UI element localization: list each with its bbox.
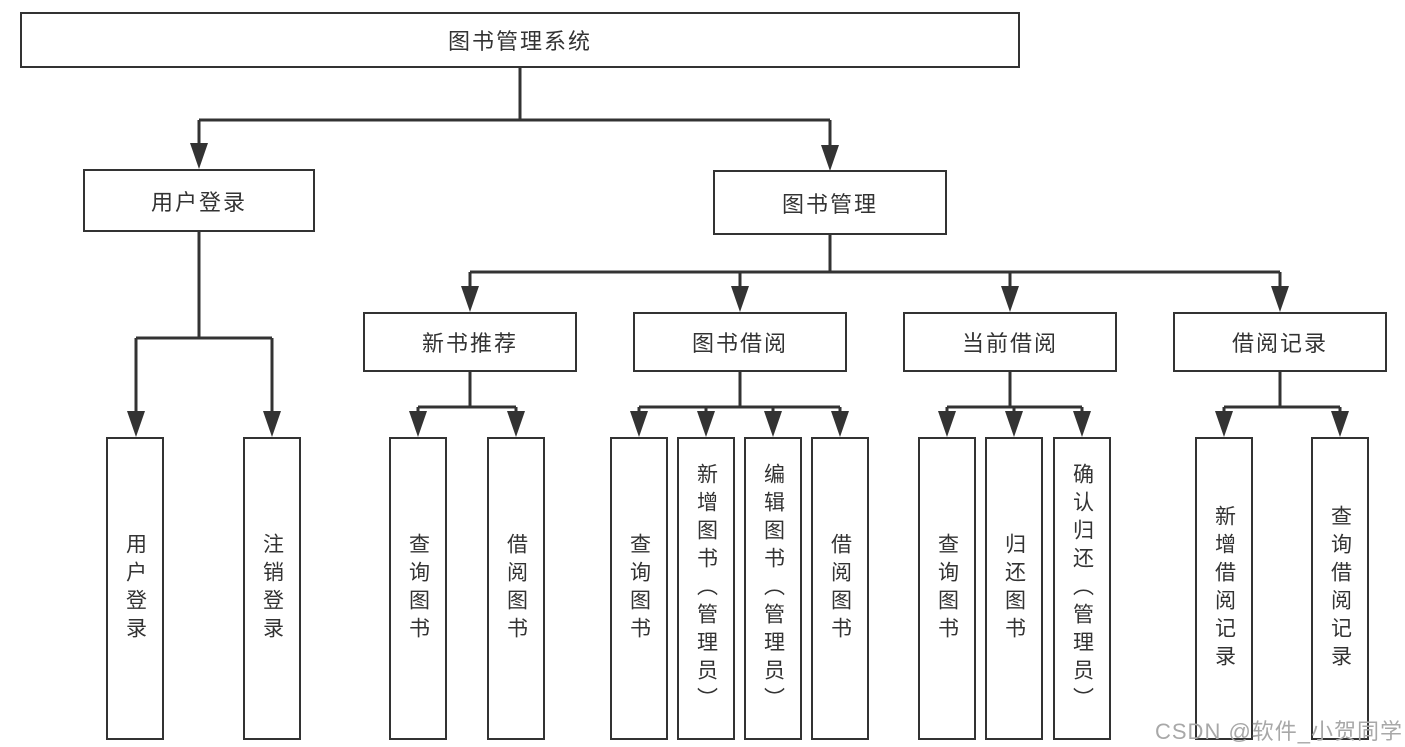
- leaf-nb-borrow-books: 借阅图书: [487, 437, 545, 740]
- leaf-bb-query-books-label: 查询图书: [627, 532, 651, 645]
- node-book-management-label: 图书管理: [781, 191, 878, 217]
- leaf-logout-label: 注销登录: [260, 532, 284, 645]
- leaf-bb-add-book-admin-label: 新增图书（管理员）: [694, 462, 718, 715]
- node-root-label: 图书管理系统: [447, 29, 592, 54]
- leaf-br-add-record-label: 新增借阅记录: [1212, 504, 1236, 673]
- node-current-borrow-label: 当前借阅: [961, 331, 1058, 356]
- node-borrow-records-label: 借阅记录: [1231, 331, 1328, 356]
- leaf-br-query-record-label: 查询借阅记录: [1328, 504, 1352, 673]
- leaf-cb-query-books: 查询图书: [918, 437, 976, 740]
- node-current-borrow: 当前借阅: [903, 312, 1117, 372]
- leaf-cb-confirm-return-admin: 确认归还（管理员）: [1053, 437, 1111, 740]
- leaf-cb-confirm-return-admin-label: 确认归还（管理员）: [1070, 462, 1094, 715]
- leaf-logout: 注销登录: [243, 437, 301, 740]
- leaf-br-query-record: 查询借阅记录: [1311, 437, 1369, 740]
- leaf-user-login: 用户登录: [106, 437, 164, 740]
- leaf-bb-add-book-admin: 新增图书（管理员）: [677, 437, 735, 740]
- node-book-borrow: 图书借阅: [633, 312, 847, 372]
- csdn-watermark: CSDN @软件_小贺同学: [1155, 719, 1404, 744]
- leaf-nb-query-books-label: 查询图书: [406, 532, 430, 645]
- leaf-nb-query-books: 查询图书: [389, 437, 447, 740]
- leaf-cb-return-books-label: 归还图书: [1002, 532, 1026, 645]
- leaf-bb-edit-book-admin-label: 编辑图书（管理员）: [761, 462, 785, 715]
- node-root: 图书管理系统: [20, 12, 1020, 68]
- node-new-book-recommend-label: 新书推荐: [421, 331, 518, 356]
- leaf-bb-query-books: 查询图书: [610, 437, 668, 740]
- leaf-nb-borrow-books-label: 借阅图书: [504, 532, 528, 645]
- node-borrow-records: 借阅记录: [1173, 312, 1387, 372]
- arrowheads: [127, 143, 1349, 437]
- node-new-book-recommend: 新书推荐: [363, 312, 577, 372]
- leaf-br-add-record: 新增借阅记录: [1195, 437, 1253, 740]
- node-book-management: 图书管理: [713, 170, 947, 235]
- leaf-user-login-label: 用户登录: [123, 532, 147, 645]
- leaf-cb-return-books: 归还图书: [985, 437, 1043, 740]
- leaf-bb-borrow-books-label: 借阅图书: [828, 532, 852, 645]
- node-user-login-label: 用户登录: [150, 189, 247, 215]
- leaf-bb-borrow-books: 借阅图书: [811, 437, 869, 740]
- node-user-login: 用户登录: [83, 169, 315, 232]
- node-book-borrow-label: 图书借阅: [691, 331, 788, 356]
- leaf-bb-edit-book-admin: 编辑图书（管理员）: [744, 437, 802, 740]
- leaf-cb-query-books-label: 查询图书: [935, 532, 959, 645]
